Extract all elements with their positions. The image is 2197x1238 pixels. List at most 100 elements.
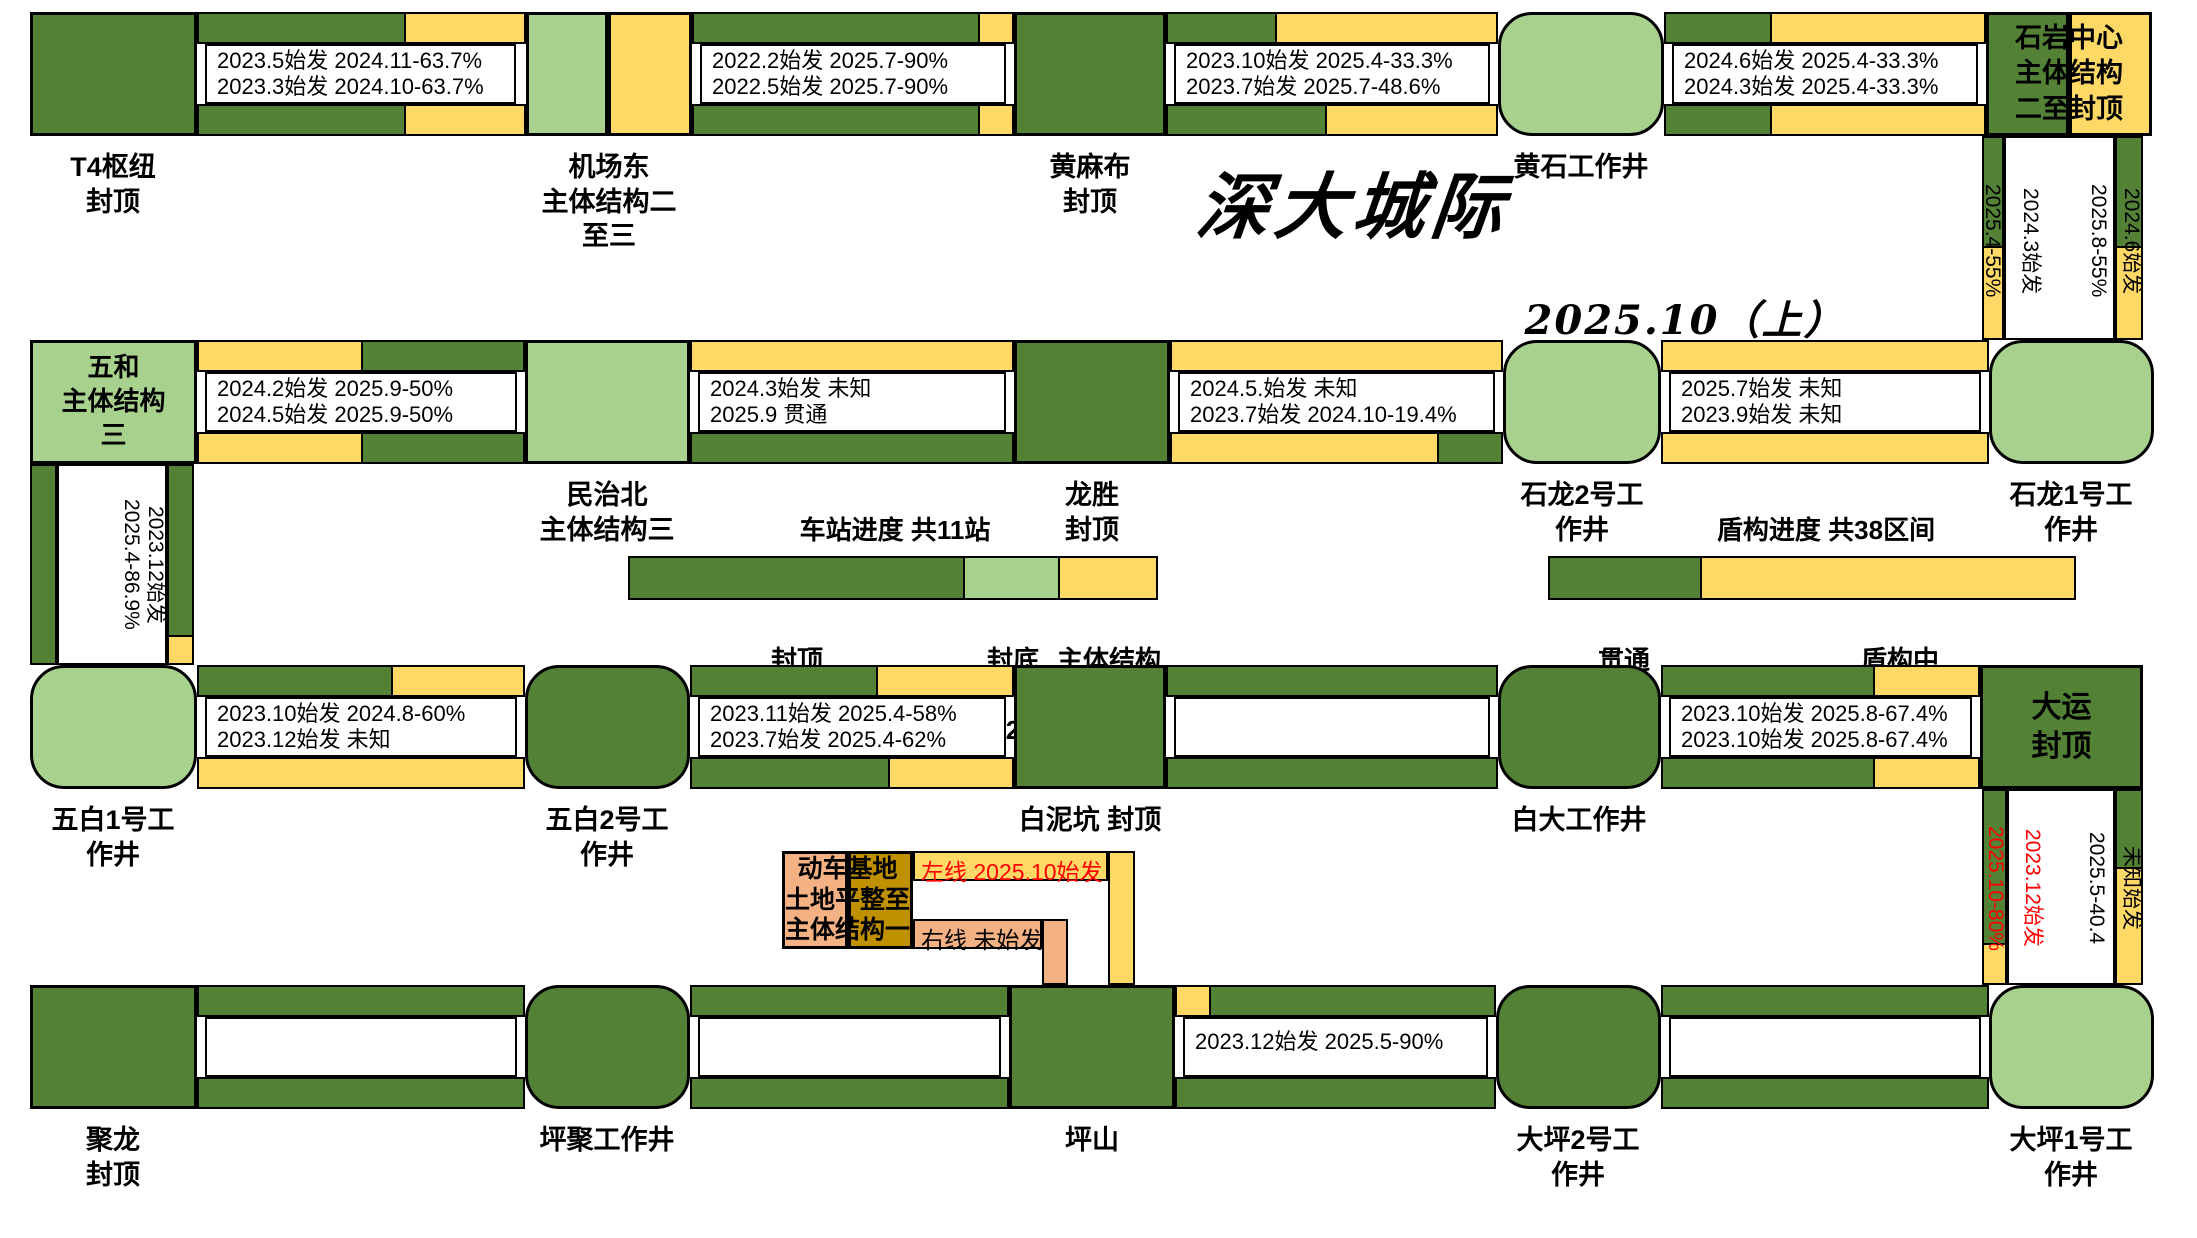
progress-fill (692, 759, 891, 787)
station-bainikeng (1014, 665, 1166, 789)
station-jichangdong-part2 (608, 12, 692, 136)
legend-shield-through (1550, 558, 1702, 598)
s14-top-bar (1175, 985, 1496, 1017)
s2-bottom-bar (692, 104, 1014, 136)
page-date: 2025.10（上） (1524, 297, 1846, 344)
s11-top-bar (1166, 665, 1498, 697)
tunnel-status: 2025.9 贯通 (710, 402, 828, 428)
v3-right-bar (2115, 789, 2143, 985)
tunnel-status: 2024.3始发 未知 (710, 375, 872, 401)
tunnel-status: 2023.10始发 2025.8-67.4% (1681, 727, 1948, 753)
s8-label: 2024.2始发 2025.9-50% 2024.5始发 2025.9-50% (205, 372, 517, 432)
s16-label (205, 1017, 517, 1077)
progress-fill (199, 667, 394, 695)
s1-label: 2023.5始发 2024.11-63.7% 2023.3始发 2024.10-… (205, 44, 516, 104)
station-dayun (1980, 665, 2143, 789)
station-t4-label: T4枢纽 封顶 (70, 152, 156, 217)
s8-bottom-bar (197, 432, 525, 464)
tunnel-status: 2024.3始发 2025.4-33.3% (1684, 74, 1939, 100)
v1-right-bar-text: 2024.6始发 (2120, 187, 2143, 295)
progress-fill (1168, 106, 1328, 134)
s3-top-bar (1166, 12, 1498, 44)
tunnel-status: 2023.10始发 2025.8-67.4% (1681, 700, 1948, 726)
s2-top-bar (692, 12, 1014, 44)
station-t4 (30, 12, 197, 136)
legend-shield-boring (1701, 558, 2074, 598)
station-shiyan-part1 (1986, 12, 2069, 136)
depot-right-line-vertical (1042, 919, 1068, 985)
progress-fill (1666, 14, 1772, 42)
station-wubai2 (525, 665, 690, 789)
s4-label: 2024.6始发 2025.4-33.3% 2024.3始发 2025.4-33… (1672, 44, 1978, 104)
progress-fill (199, 106, 407, 134)
s12-top-bar (1661, 665, 1980, 697)
station-wubai2-label: 五白2号工 作井 (545, 805, 669, 870)
station-shiyan-part2 (2069, 12, 2152, 136)
station-bainikeng-label: 白泥坑 封顶 (1018, 805, 1162, 835)
s3-bottom-bar (1166, 104, 1498, 136)
station-shilong1-label: 石龙1号工 作井 (2009, 480, 2133, 545)
s4-top-bar (1664, 12, 1986, 44)
v3-white-box (2007, 789, 2115, 985)
s6-bottom-bar (1170, 432, 1503, 464)
v3-left-bar-text: 2025.10-80% (1984, 825, 2007, 951)
s11-bottom-bar (1166, 757, 1498, 789)
s12-label: 2023.10始发 2025.8-67.4% 2023.10始发 2025.8-… (1669, 697, 1972, 757)
s7-top-bar (690, 340, 1014, 372)
v3-right-pct-text: 2025.5-40.4 (2085, 831, 2108, 945)
station-shilong2-label: 石龙2号工 作井 (1520, 480, 1644, 545)
station-minzhibei-label: 民治北 主体结构三 (539, 480, 675, 545)
s10-top-bar (690, 665, 1014, 697)
legend-station-topped (630, 558, 965, 598)
legend-station-bar (628, 556, 1158, 600)
tunnel-status: 2023.3始发 2024.10-63.7% (217, 74, 484, 100)
v1-left-bar (1982, 136, 2004, 340)
station-daping1 (1989, 985, 2154, 1109)
station-wubai1-label: 五白1号工 作井 (51, 805, 175, 870)
s9-bottom-bar (197, 757, 525, 789)
station-pingshan (1009, 985, 1175, 1109)
station-longsheng (1014, 340, 1170, 464)
depot-right-line-text: 右线 未始发 (921, 927, 1043, 953)
s6-label: 2024.5.始发 未知 2023.7始发 2024.10-19.4% (1178, 372, 1495, 432)
s7-label: 2024.3始发 未知 2025.9 贯通 (698, 372, 1006, 432)
s10-label: 2023.11始发 2025.4-58% 2023.7始发 2025.4-62% (698, 697, 1006, 757)
progress-fill (2117, 791, 2141, 869)
station-wuhe-label: 五和 主体结构 三 (61, 352, 166, 450)
depot-left-line-vertical (1108, 851, 1135, 985)
tunnel-status: 2023.5始发 2024.11-63.7% (217, 47, 482, 73)
s9-label: 2023.10始发 2024.8-60% 2023.12始发 未知 (205, 697, 517, 757)
station-shiyan-label: 石岩中心 主体结构 二至封顶 (2015, 23, 2123, 124)
legend-station-title: 车站进度 共11站 (799, 515, 991, 545)
s10-bottom-bar (690, 757, 1014, 789)
station-huangshi-label: 黄石工作井 (1513, 152, 1649, 182)
s16-bottom-bar (197, 1077, 525, 1109)
s14-bottom-bar (1175, 1077, 1496, 1109)
depot-left-line-bar (913, 851, 1108, 881)
s5-top-bar (1661, 340, 1989, 372)
s6-top-bar (1170, 340, 1503, 372)
legend-shield-bar (1548, 556, 2076, 600)
station-julong (30, 985, 197, 1109)
v1-right-pct-text: 2025.8-55% (2087, 184, 2110, 298)
station-shilong1 (1989, 340, 2154, 464)
progress-fill (1984, 138, 2002, 248)
station-pingju-label: 坪聚工作井 (539, 1125, 675, 1155)
station-baida-label: 白大工作井 (1511, 805, 1647, 835)
s11-label (1174, 697, 1490, 757)
s3-label: 2023.10始发 2025.4-33.3% 2023.7始发 2025.7-4… (1174, 44, 1490, 104)
tunnel-status: 2023.7始发 2025.4-62% (710, 727, 947, 753)
tunnel-status: 2023.12始发 未知 (217, 727, 391, 753)
v1-white-box (2004, 136, 2115, 340)
station-wuhe (30, 340, 197, 464)
station-daping2 (1496, 985, 1661, 1109)
v1-left-bar-text: 2025.4-55% (1981, 184, 2004, 298)
station-wubai1 (30, 665, 197, 789)
s2-label: 2022.2始发 2025.7-90% 2022.5始发 2025.7-90% (700, 44, 1006, 104)
tunnel-status: 2024.5始发 2025.9-50% (217, 402, 454, 428)
tunnel-status: 2022.5始发 2025.7-90% (712, 74, 949, 100)
station-dayun-label: 大运 封顶 (2031, 691, 2092, 763)
progress-fill (1663, 759, 1876, 787)
s16-top-bar (197, 985, 525, 1017)
